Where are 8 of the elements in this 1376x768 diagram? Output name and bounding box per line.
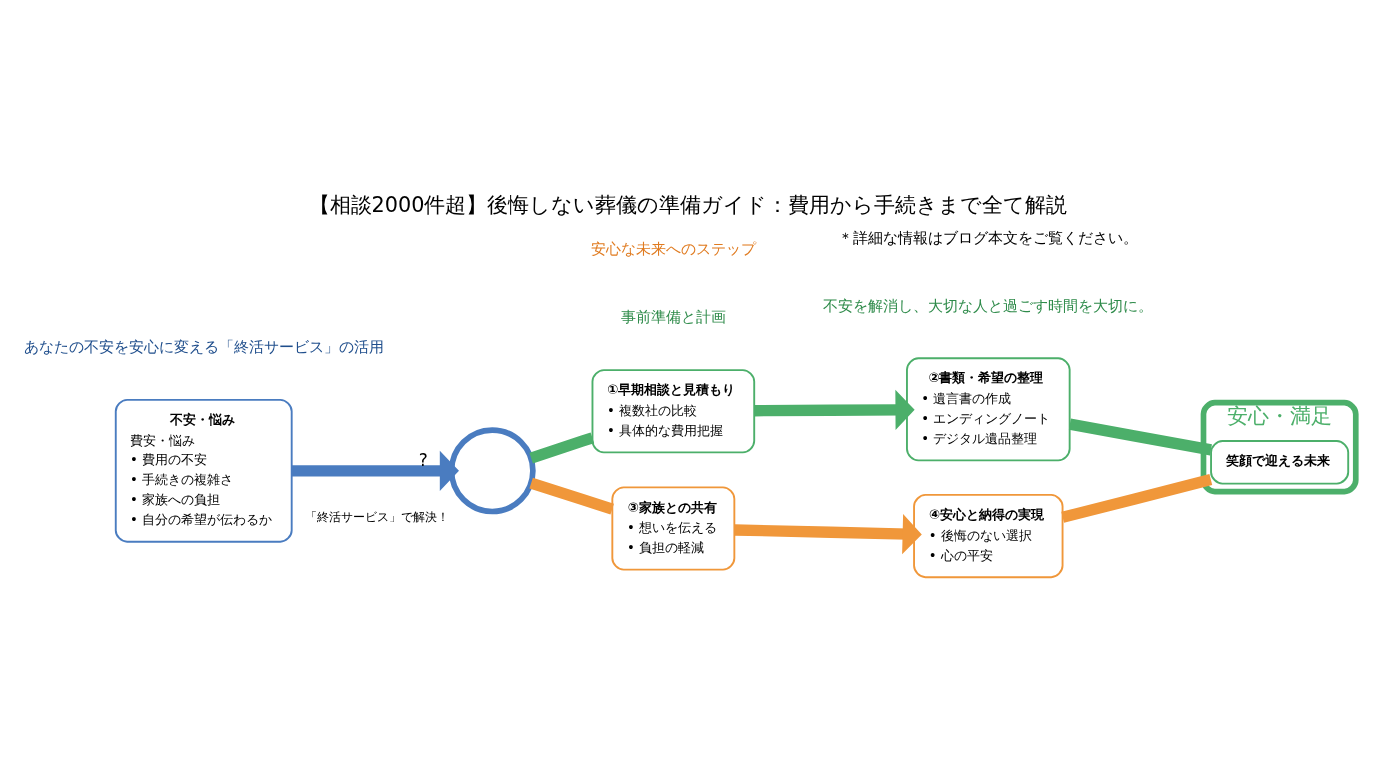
label: 安心な未来へのステップ (590, 239, 756, 258)
edge-label: ? (418, 449, 428, 470)
node-label: 「終活サービス」で解決！ (305, 509, 450, 524)
label: 不安を解消し、大切な人と過ごす時間を大切に。 (823, 296, 1154, 315)
label: あなたの不安を安心に変える「終活サービス」の活用 (23, 337, 384, 356)
diagram-title: 【相談2000件超】後悔しない葬儀の準備ガイド：費用から手続きまで全て解説 (308, 192, 1068, 217)
label: 事前準備と計画 (620, 307, 726, 326)
label: ＊詳細な情報はブログ本文をご覧ください。 (838, 228, 1139, 247)
